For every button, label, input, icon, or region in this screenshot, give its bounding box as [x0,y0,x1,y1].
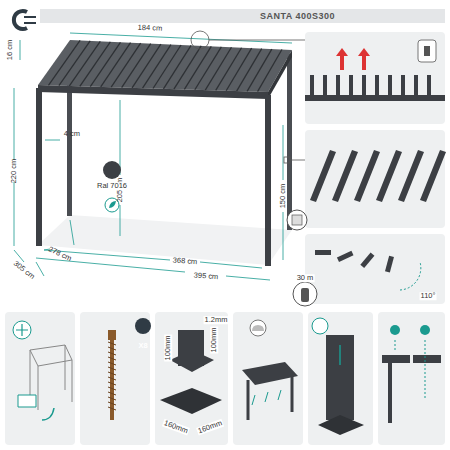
dimension-label: 184 cm [138,24,163,32]
rain-icon [242,320,298,420]
dimension-label: 16 cm [6,40,14,60]
dimension-lines [14,33,292,280]
sun-louvres [382,325,441,423]
louvres [48,40,281,91]
detail-panel [287,130,446,230]
post-gutter [312,318,364,435]
detail-circle [191,31,209,49]
dimension-label: 368 cm [172,256,197,265]
anchor-screw [108,318,151,420]
dimension-label: 305 cm [12,259,36,280]
ground-shadow [38,215,292,265]
feature-panels [5,312,445,445]
leader-line [290,160,305,161]
dimension-label: 1.2mm [204,316,229,324]
post [265,95,271,266]
dimension-label: 220 cm [10,159,18,184]
dimension-label: 4 cm [64,130,80,138]
post [36,88,42,246]
brand-logo [14,11,36,29]
dimension-label: 30 m [296,274,315,282]
roof-beam [38,85,268,99]
dimension-label: 110° [420,292,437,300]
detail-box [284,157,290,163]
dimension-label: 395 cm [193,271,218,280]
product-title: SANTA 400S300 [260,11,335,21]
detail-panel [293,234,445,306]
leader-line [209,40,305,41]
roof-beam [268,50,292,99]
post [287,54,292,230]
roof [38,40,292,92]
colour-swatch [103,161,121,179]
dimension-label: 100mm [210,326,218,353]
dimension-label: 100mm [164,334,172,361]
detail-panel [305,32,445,124]
dimension-label: X8 [138,342,147,350]
title-bar [40,9,445,23]
dimension-label: Ral 7016 [96,182,128,190]
dimension-label: 150 cm [279,184,287,209]
leaf-icon [109,201,116,208]
assembly-icon [13,321,72,420]
